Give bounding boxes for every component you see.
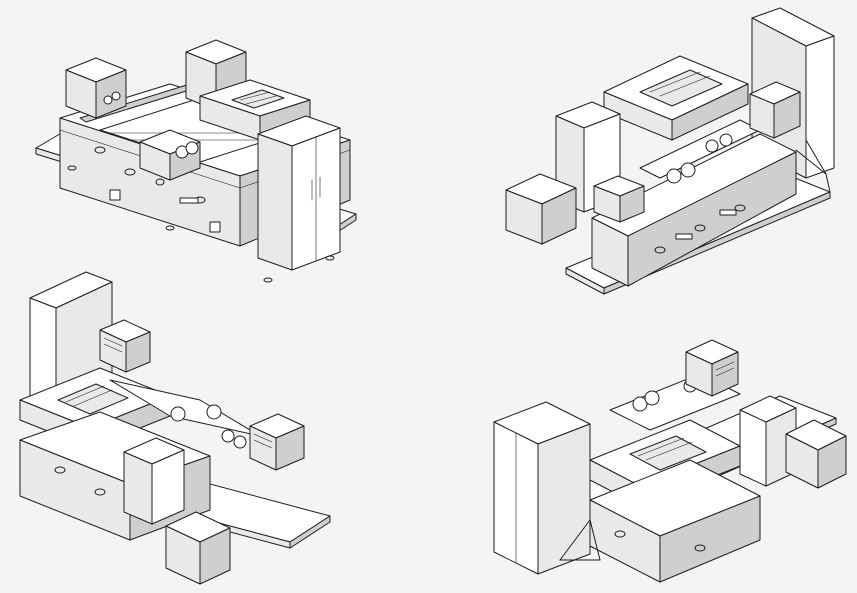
motor-housing-left (65, 57, 127, 119)
spindle-block (139, 129, 201, 181)
view-rear-left (19, 271, 331, 585)
machine-bed (589, 459, 761, 583)
view-rear-right (493, 339, 847, 583)
control-cabinet-front (257, 115, 341, 271)
support-brace (559, 519, 601, 561)
view-front-right (505, 7, 835, 295)
control-cabinet-front (123, 437, 185, 525)
motor-housing-front (593, 175, 645, 223)
motor-housing-right (249, 413, 305, 471)
hopper-frame (603, 55, 749, 141)
motor-housing-top (685, 339, 739, 397)
motor-housing-top (99, 319, 151, 373)
spindle-assembly (109, 379, 261, 449)
aux-box (785, 419, 847, 489)
motor-housing-right (749, 81, 801, 139)
feet (67, 165, 335, 283)
tall-cabinet (493, 401, 591, 575)
aux-box (165, 511, 231, 585)
view-front-left (35, 39, 357, 283)
support-brace (795, 139, 831, 193)
aux-box (505, 173, 577, 245)
